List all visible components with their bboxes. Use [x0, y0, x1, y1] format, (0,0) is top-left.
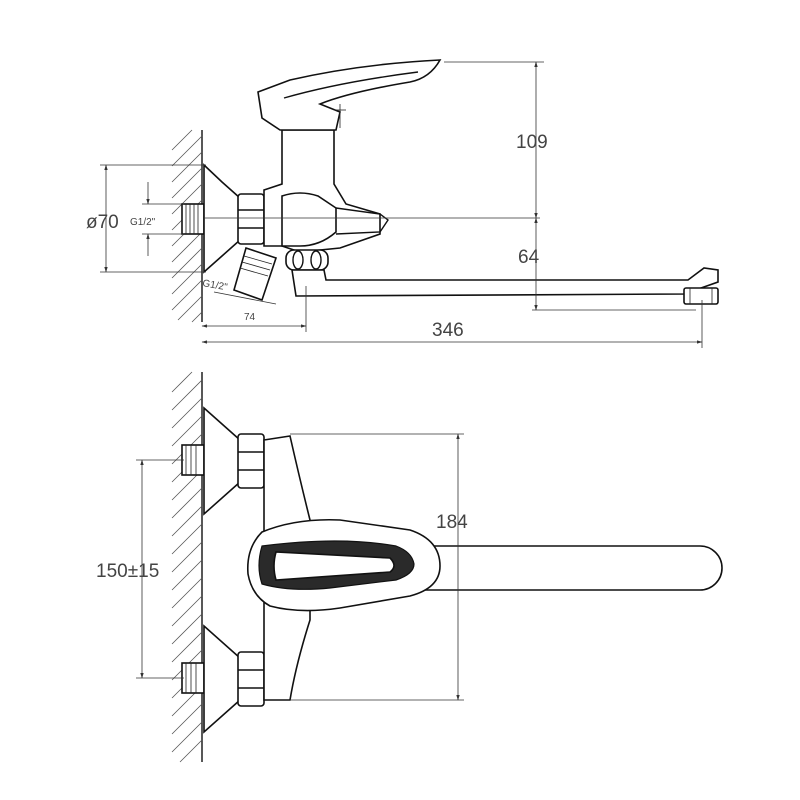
inlet-pipe-lower	[181, 662, 205, 694]
wall-bottom	[171, 371, 203, 763]
wall-top	[171, 129, 203, 323]
handle-lever-side	[257, 59, 442, 131]
hex-nut-lower	[237, 651, 265, 707]
escutcheon-top	[203, 163, 241, 274]
aerator	[683, 287, 719, 305]
dim-phi70: ø70	[86, 164, 206, 273]
label-phi70: ø70	[86, 212, 119, 233]
side-view: 109 64 ø70 G1/2" G1/2"	[86, 59, 719, 348]
inlet-pipe-top	[181, 203, 205, 235]
label-346: 346	[432, 320, 464, 341]
label-g12-inlet: G1/2"	[130, 217, 156, 228]
escutcheon-lower	[203, 624, 241, 734]
dim-g12-inlet: G1/2"	[130, 182, 184, 256]
front-cap	[281, 192, 337, 247]
front-view: 184 150±15	[96, 371, 723, 763]
label-74: 74	[244, 312, 256, 323]
hex-nut-top	[237, 193, 265, 245]
spout-side	[291, 267, 719, 297]
dim-g12-diverter: G1/2"	[201, 278, 277, 305]
label-109: 109	[516, 132, 548, 153]
spout-front	[419, 545, 723, 591]
hex-nut-upper	[237, 433, 265, 489]
label-150: 150±15	[96, 561, 159, 582]
dim-64: 64	[518, 217, 696, 311]
dim-150: 150±15	[96, 459, 184, 679]
label-64: 64	[518, 247, 540, 268]
dim-109: 109	[444, 61, 548, 219]
label-g12-diverter: G1/2"	[201, 278, 228, 293]
label-184: 184	[436, 512, 468, 533]
diverter-outlet	[233, 246, 278, 302]
swivel-ring	[285, 249, 329, 271]
dim-184: 184	[290, 433, 468, 701]
dim-74: 74	[201, 286, 307, 332]
inlet-pipe-upper	[181, 444, 205, 476]
dim-346: 346	[201, 300, 703, 348]
escutcheon-upper	[203, 406, 241, 516]
